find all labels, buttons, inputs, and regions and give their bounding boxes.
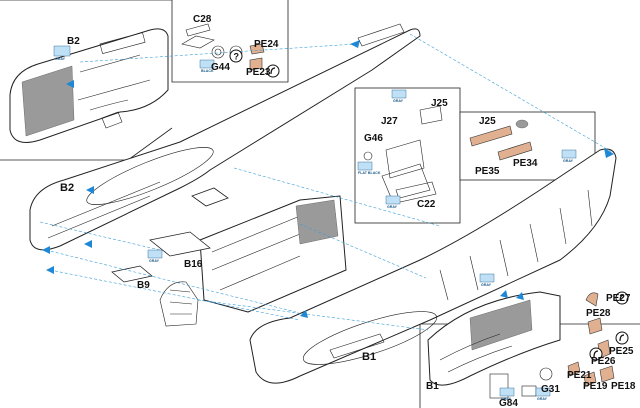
label-b2-main: B2 [60, 182, 74, 194]
label-pe21: PE21 [567, 370, 592, 381]
svg-text:FLAT BLACK: FLAT BLACK [358, 171, 381, 175]
pe-strip-parts [469, 119, 533, 161]
label-b2-inset: B2 [67, 36, 80, 47]
label-c28: C28 [193, 14, 212, 25]
svg-text:GRAY: GRAY [149, 259, 160, 263]
color-tag: GRAY [391, 89, 407, 103]
label-pe35: PE35 [475, 166, 500, 177]
label-g44: G44 [211, 62, 230, 73]
turn-over-symbol-icon: ? [229, 49, 243, 63]
label-pe18: PE18 [611, 381, 636, 392]
svg-text:GRAY: GRAY [563, 159, 574, 163]
color-tag: GRAY [385, 195, 401, 209]
label-c22: C22 [417, 199, 436, 210]
bend-symbol-icon [615, 331, 629, 345]
label-pe24: PE24 [254, 39, 279, 50]
guide-lines [39, 33, 613, 331]
svg-text:GRAY: GRAY [537, 397, 548, 401]
svg-text:GRAY: GRAY [387, 205, 398, 209]
color-tag: FLAT BLACK [357, 161, 381, 175]
svg-text:GRAY: GRAY [501, 397, 512, 401]
cockpit-tub [159, 195, 347, 327]
bend-symbol-icon [589, 347, 603, 361]
svg-text:BLACK: BLACK [201, 69, 214, 73]
color-tag: BLACK [199, 59, 215, 73]
label-b16: B16 [184, 259, 203, 270]
color-tags: GRAY BLACK GRAY GRAY FLAT BLACK GRAY GRA… [53, 45, 577, 401]
label-pe27: PE27 [606, 293, 631, 304]
label-b1: B1 [362, 351, 376, 363]
color-tag: GRAY [535, 387, 551, 401]
label-g46: G46 [364, 133, 383, 144]
bend-symbol-icon [615, 291, 629, 305]
floating-panels [111, 187, 229, 283]
bend-symbol-icon [266, 64, 280, 78]
label-pe19: PE19 [583, 381, 608, 392]
label-pe28: PE28 [586, 308, 611, 319]
inset-parts-j27 [363, 105, 443, 203]
label-j25-a: J25 [431, 98, 448, 109]
label-j25-b: J25 [479, 116, 496, 127]
svg-text:?: ? [234, 52, 240, 62]
label-pe25: PE25 [609, 346, 634, 357]
color-tag: GRAY [499, 387, 515, 401]
fuselage-right-half-b1 [249, 148, 617, 384]
arrow-heads [42, 40, 614, 318]
label-g31: G31 [541, 384, 560, 395]
symbols: ? [229, 49, 629, 361]
inset-b2-interior [0, 0, 289, 161]
color-tag: GRAY [147, 249, 163, 263]
color-tag: GRAY [561, 149, 577, 163]
label-pe23: PE23 [246, 67, 271, 78]
label-b9: B9 [137, 280, 150, 291]
color-tag: GRAY [53, 45, 71, 61]
svg-text:GRAY: GRAY [55, 57, 66, 61]
label-pe34: PE34 [513, 158, 538, 169]
label-pe26: PE26 [591, 356, 616, 367]
label-g84: G84 [499, 398, 518, 408]
label-j27: J27 [381, 116, 398, 127]
part-labels: B2 C28 G44 PE24 PE23 J25 J27 G46 C22 J25… [60, 14, 636, 408]
color-tag: GRAY [479, 273, 495, 287]
svg-text:GRAY: GRAY [393, 99, 404, 103]
svg-text:GRAY: GRAY [481, 283, 492, 287]
inset-c28-parts [181, 23, 265, 71]
inset-b1-interior [419, 291, 640, 408]
label-b1-inset: B1 [426, 381, 439, 392]
